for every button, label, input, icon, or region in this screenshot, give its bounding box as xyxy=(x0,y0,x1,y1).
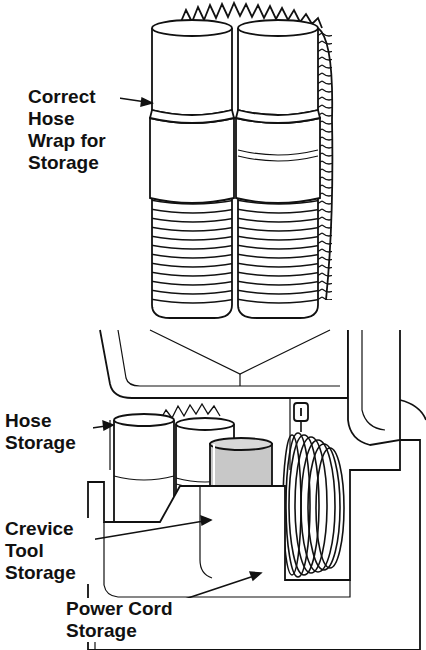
part-label: Correct Hose Wrap for Storage xyxy=(28,86,120,174)
hose-wrap-figure xyxy=(150,3,332,318)
power-cord xyxy=(283,421,344,577)
part-label: Power Cord Storage xyxy=(66,598,198,642)
part-label: Crevice Tool Storage xyxy=(5,518,95,584)
part-label: Hose Storage xyxy=(5,410,93,454)
leader-line xyxy=(90,421,261,614)
